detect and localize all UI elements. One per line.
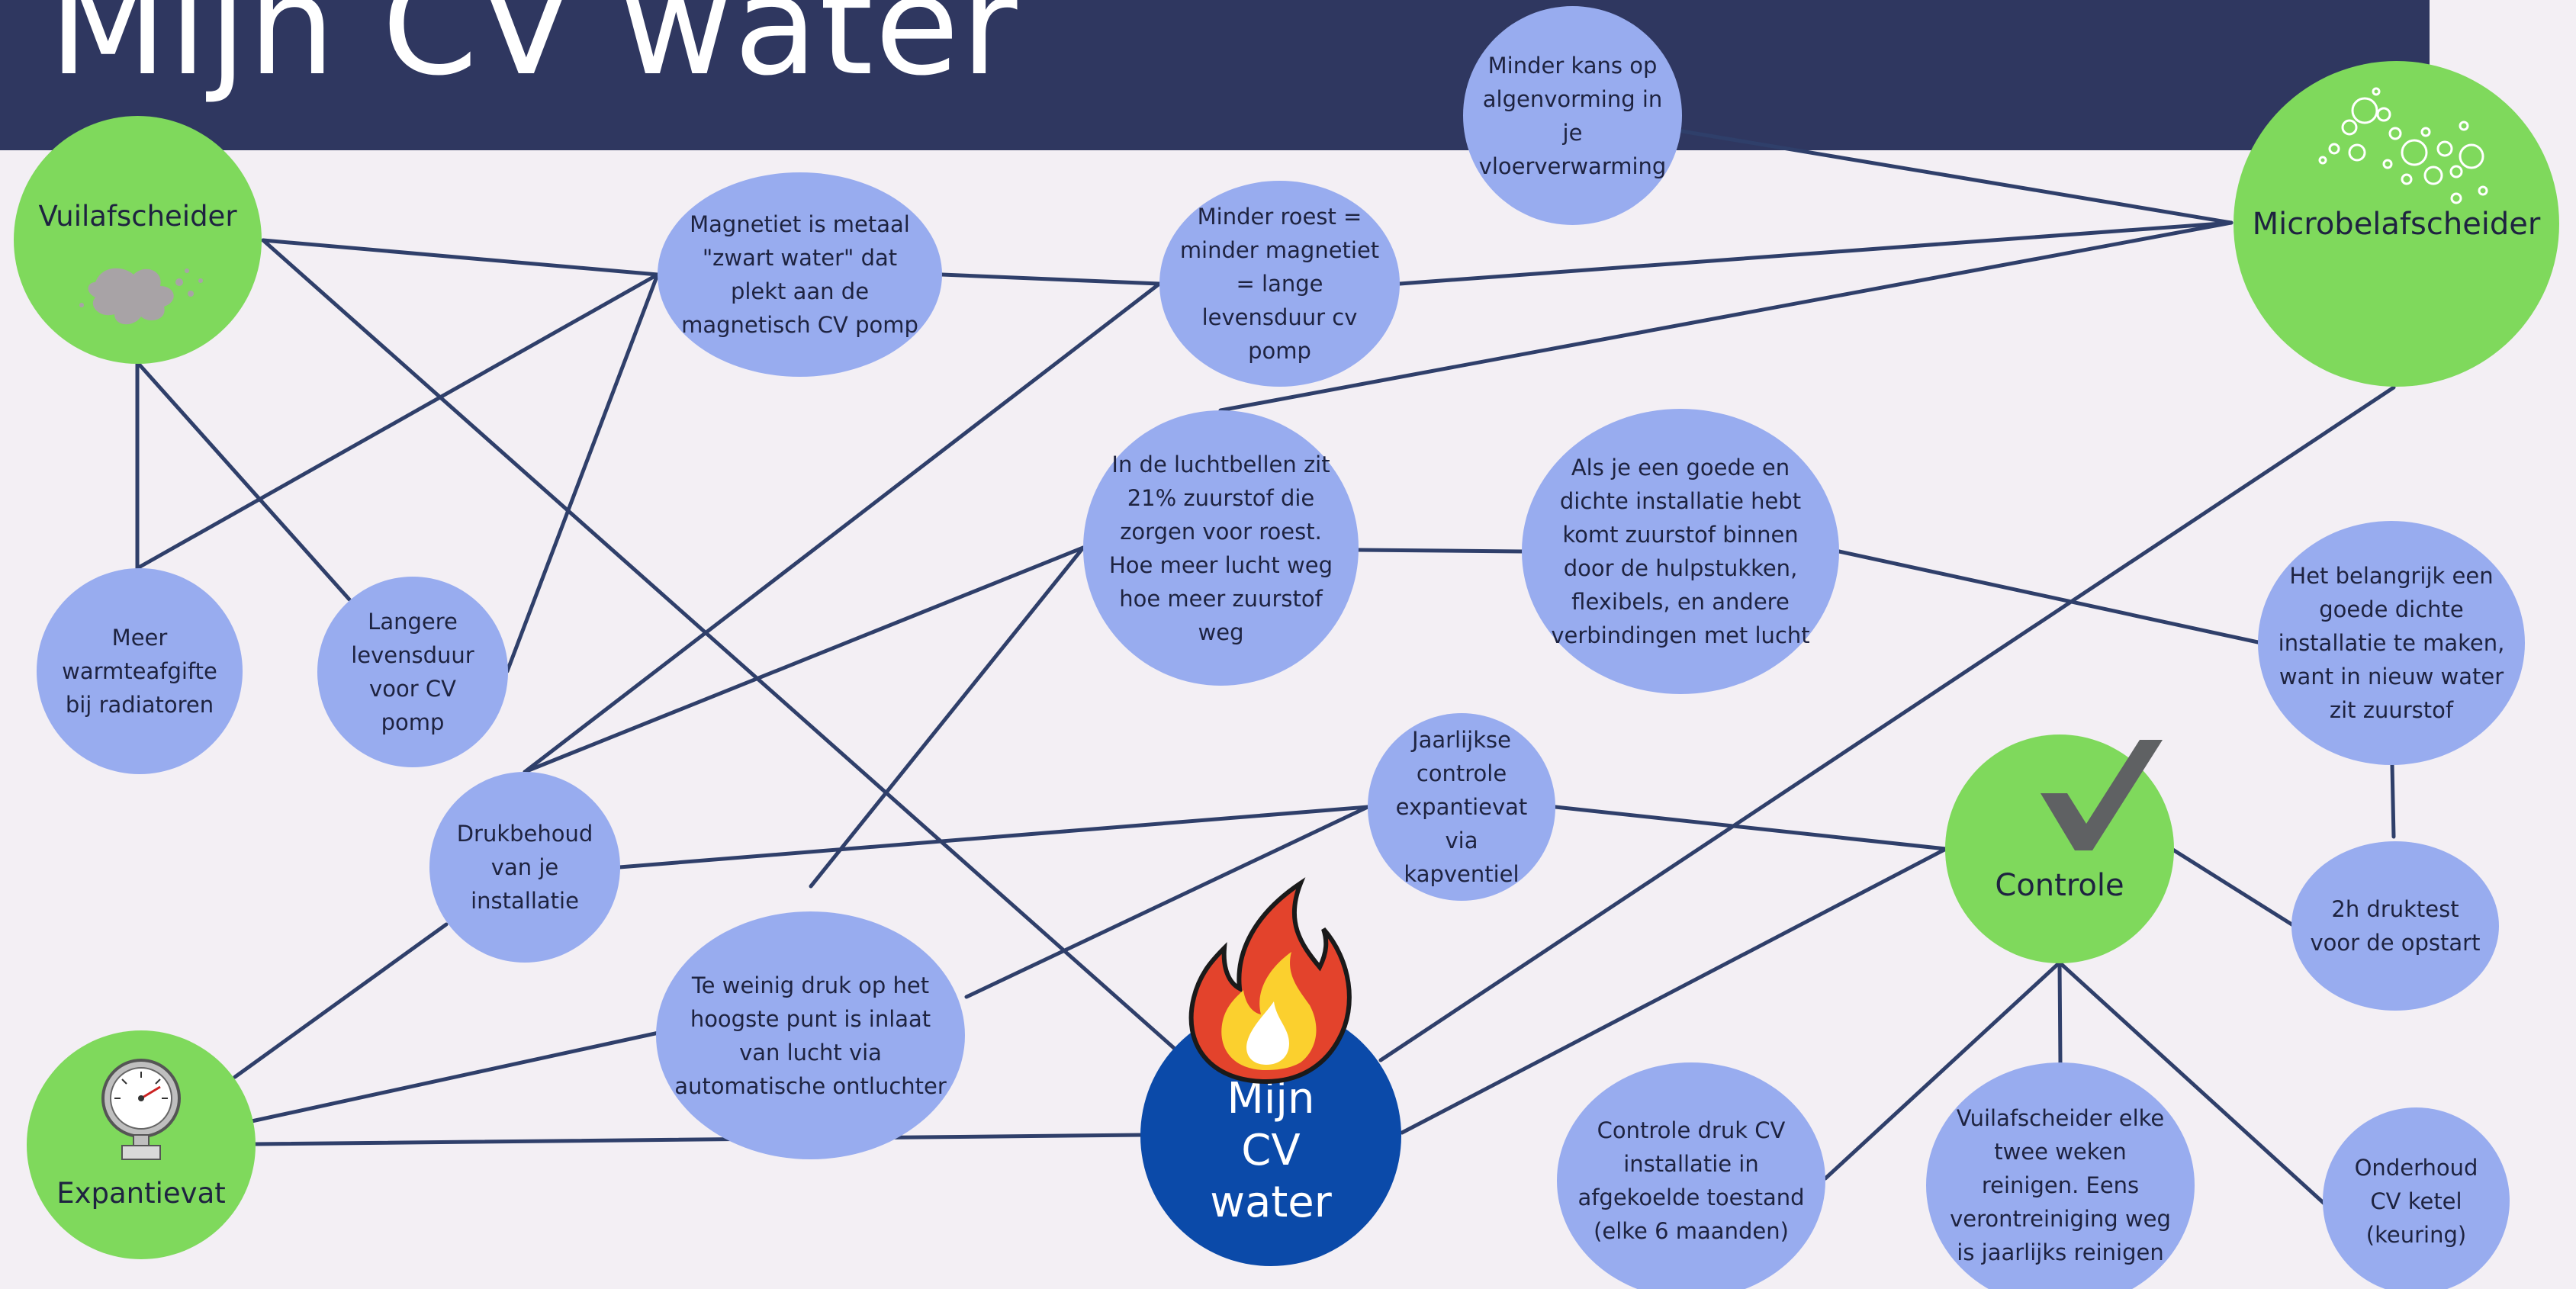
node-label: Controle xyxy=(1995,868,2124,903)
node-belangrijk-dichte-installatie: Het belangrijk een goede dichte installa… xyxy=(2258,521,2525,765)
node-label: Als je een goede en dichte installatie h… xyxy=(1551,455,1810,648)
node-label: Mijn CV water xyxy=(1210,1074,1332,1227)
node-label: Te weinig druk op het hoogste punt is in… xyxy=(674,972,947,1099)
node-label: Microbelafscheider xyxy=(2252,206,2541,242)
node-druktest: 2h druktest voor de opstart xyxy=(2291,841,2499,1011)
edge xyxy=(135,360,352,602)
node-label: Langere levensduur voor CV pomp xyxy=(351,609,474,735)
dirt-splat-icon xyxy=(72,252,225,339)
edge xyxy=(1823,960,2062,1181)
checkmark-icon xyxy=(2033,732,2166,857)
node-algenvorming: Minder kans op algenvorming in je vloerv… xyxy=(1463,6,1682,225)
pressure-gauge-icon xyxy=(99,1056,183,1166)
edge xyxy=(1218,220,2233,413)
node-label: Drukbehoud van je installatie xyxy=(456,821,593,914)
edge xyxy=(505,272,660,673)
node-label: Vuilafscheider elke twee weken reinigen.… xyxy=(1950,1105,2171,1265)
edge xyxy=(249,1030,664,1123)
title-banner: Mijn CV water xyxy=(0,0,2430,150)
edge xyxy=(523,281,1162,774)
edge xyxy=(523,545,1085,774)
edge xyxy=(2390,763,2396,839)
edge xyxy=(261,238,660,277)
edge xyxy=(617,805,1370,870)
node-luchtbellen: In de luchtbellen zit 21% zuurstof die z… xyxy=(1083,410,1359,686)
edge xyxy=(940,272,1162,286)
edge xyxy=(253,1133,1144,1146)
node-label: Onderhoud CV ketel (keuring) xyxy=(2354,1154,2478,1248)
edge xyxy=(1378,385,2396,1062)
edge xyxy=(1356,548,1524,554)
edge xyxy=(2057,960,2327,1206)
node-minder-roest: Minder roest = minder magnetiet = lange … xyxy=(1159,181,1400,387)
node-microbelafscheider: Microbelafscheider xyxy=(2233,61,2559,387)
edge xyxy=(233,922,449,1079)
node-jaarlijkse-controle: Jaarlijkse controle expantievat via kapv… xyxy=(1368,713,1555,901)
node-magnetiet: Magnetiet is metaal "zwart water" dat pl… xyxy=(658,172,942,377)
node-label: Minder roest = minder magnetiet = lange … xyxy=(1179,204,1380,364)
edge xyxy=(1400,847,1948,1135)
bubbles-icon xyxy=(2311,80,2502,220)
edge xyxy=(2169,847,2295,927)
edge xyxy=(261,238,1177,1051)
edge xyxy=(1837,549,2260,644)
node-dichte-installatie: Als je een goede en dichte installatie h… xyxy=(1522,409,1839,694)
node-onderhoud-cv-ketel: Onderhoud CV ketel (keuring) xyxy=(2323,1107,2510,1289)
node-vuilafscheider: Vuilafscheider xyxy=(14,116,262,364)
edge xyxy=(964,805,1370,999)
node-label: Het belangrijk een goede dichte installa… xyxy=(2278,563,2505,723)
page-title: Mijn CV water xyxy=(49,0,1019,106)
node-label: Minder kans op algenvorming in je vloerv… xyxy=(1478,52,1667,179)
node-langere-levensduur: Langere levensduur voor CV pomp xyxy=(317,577,508,767)
node-vuilafscheider-reinigen: Vuilafscheider elke twee weken reinigen.… xyxy=(1926,1062,2195,1289)
node-te-weinig-druk: Te weinig druk op het hoogste punt is in… xyxy=(656,911,965,1159)
node-meer-warmteafgifte: Meer warmteafgifte bij radiatoren xyxy=(37,568,243,774)
flame-icon xyxy=(1179,876,1354,1092)
node-controle-druk: Controle druk CV installatie in afgekoel… xyxy=(1557,1062,1825,1289)
node-label: Vuilafscheider xyxy=(38,200,237,233)
edge xyxy=(1680,129,2233,225)
node-label: In de luchtbellen zit 21% zuurstof die z… xyxy=(1108,451,1333,645)
edge xyxy=(1553,805,1948,851)
node-drukbehoud: Drukbehoud van je installatie xyxy=(429,772,620,963)
edge xyxy=(135,272,660,571)
node-label: Meer warmteafgifte bij radiatoren xyxy=(62,625,217,718)
node-label: 2h druktest voor de opstart xyxy=(2310,896,2481,956)
edge xyxy=(1397,220,2233,286)
node-label: Controle druk CV installatie in afgekoel… xyxy=(1577,1117,1805,1244)
node-label: Magnetiet is metaal "zwart water" dat pl… xyxy=(681,211,918,338)
edge xyxy=(809,545,1085,889)
node-label: Expantievat xyxy=(56,1177,226,1210)
node-label: Jaarlijkse controle expantievat via kapv… xyxy=(1395,727,1528,887)
